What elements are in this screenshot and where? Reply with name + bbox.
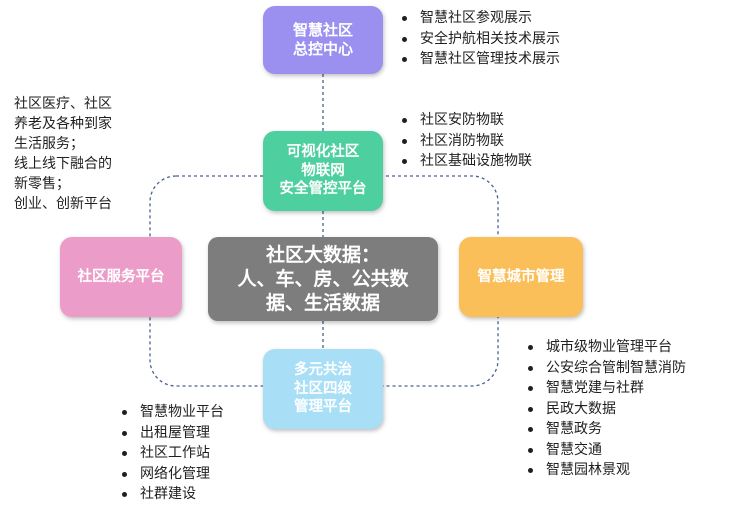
list-item: 网络化管理 xyxy=(118,464,224,485)
list-item: 城市级物业管理平台 xyxy=(524,337,686,358)
list-item: 智慧物业平台 xyxy=(118,402,224,423)
box-label: 总控中心 xyxy=(292,40,353,58)
list-item: 社区消防物联 xyxy=(398,131,532,152)
list-item: 社区工作站 xyxy=(118,443,224,464)
list-item: 智慧交通 xyxy=(524,440,686,461)
list-item: 社群建设 xyxy=(118,484,224,505)
box-label: 人、车、房、公共数 xyxy=(237,267,409,290)
text-line: 线上线下融合的 xyxy=(14,156,112,172)
list-item: 智慧园林景观 xyxy=(524,460,686,481)
text-line: 新零售； xyxy=(14,176,70,192)
box-label: 智慧城市管理 xyxy=(477,268,565,285)
list-item: 民政大数据 xyxy=(524,399,686,420)
iot-security-platform-box: 可视化社区 物联网 安全管控平台 xyxy=(263,131,383,211)
community-big-data-box: 社区大数据： 人、车、房、公共数 据、生活数据 xyxy=(208,237,438,321)
box-label: 管理平台 xyxy=(294,399,352,416)
list-item: 社区安防物联 xyxy=(398,110,532,131)
community-service-platform-box: 社区服务平台 xyxy=(60,237,182,317)
multi-governance-platform-box: 多元共治 社区四级 管理平台 xyxy=(263,349,383,429)
top-bullet-list: 智慧社区参观展示 安全护航相关技术展示 智慧社区管理技术展示 xyxy=(398,8,560,70)
box-label: 社区大数据： xyxy=(265,243,380,266)
list-item: 社区基础设施物联 xyxy=(398,151,532,172)
bottom-bullet-list: 智慧物业平台 出租屋管理 社区工作站 网络化管理 社群建设 xyxy=(118,402,224,505)
right-bullet-list: 城市级物业管理平台 公安综合管制智慧消防 智慧党建与社群 民政大数据 智慧政务 … xyxy=(524,337,686,481)
text-line: 生活服务； xyxy=(14,136,84,152)
iot-bullet-list: 社区安防物联 社区消防物联 社区基础设施物联 xyxy=(398,110,532,172)
box-label: 可视化社区 xyxy=(286,144,360,161)
left-description-text: 社区医疗、社区 养老及各种到家 生活服务； 线上线下融合的 新零售； 创业、创新… xyxy=(14,94,154,214)
list-item: 公安综合管制智慧消防 xyxy=(524,358,686,379)
smart-city-management-box: 智慧城市管理 xyxy=(459,237,583,317)
list-item: 智慧党建与社群 xyxy=(524,378,686,399)
smart-community-control-center-box: 智慧社区 总控中心 xyxy=(263,6,383,74)
box-label: 智慧社区 xyxy=(292,20,353,39)
list-item: 安全护航相关技术展示 xyxy=(398,29,560,50)
box-label: 多元共治 xyxy=(294,362,352,379)
box-label: 据、生活数据 xyxy=(265,292,380,315)
box-label: 社区四级 xyxy=(294,380,352,397)
list-item: 出租屋管理 xyxy=(118,423,224,444)
text-line: 社区医疗、社区 xyxy=(14,96,112,112)
box-label: 社区服务平台 xyxy=(77,268,165,285)
list-item: 智慧政务 xyxy=(524,419,686,440)
text-line: 创业、创新平台 xyxy=(14,196,112,212)
list-item: 智慧社区参观展示 xyxy=(398,8,560,29)
list-item: 智慧社区管理技术展示 xyxy=(398,49,560,70)
box-label: 物联网 xyxy=(301,162,345,179)
box-label: 安全管控平台 xyxy=(279,181,367,198)
text-line: 养老及各种到家 xyxy=(14,116,112,132)
